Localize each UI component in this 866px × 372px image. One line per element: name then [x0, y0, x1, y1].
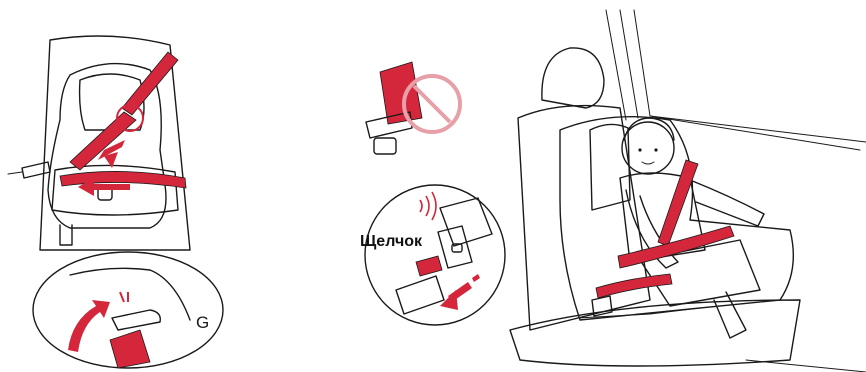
buckle-tongue-plate — [396, 276, 444, 314]
lap-belt-upper — [618, 226, 734, 268]
vehicle-seat-cushion — [510, 300, 800, 366]
side-buckle — [22, 162, 50, 178]
child-in-booster-illustration — [500, 0, 866, 372]
window-frame-3 — [634, 10, 860, 150]
child-eye-left — [638, 148, 641, 151]
guide-label-g: G — [196, 313, 209, 332]
zoom-tick-1 — [120, 292, 124, 302]
zoom-insert-arrow — [68, 300, 110, 352]
belt-route-arrow-2 — [92, 184, 130, 190]
shoulder-belt-lower — [70, 112, 136, 170]
vehicle-seat-back — [518, 106, 650, 330]
buckle-receiver — [438, 226, 472, 268]
right-child-seat-panel — [500, 0, 866, 372]
insert-arrow-icon — [440, 274, 480, 310]
buckle-strap — [8, 172, 22, 174]
child-shin — [714, 292, 746, 338]
left-seat-panel: G — [0, 0, 260, 372]
seat-belt-routing-illustration: G — [0, 0, 260, 372]
child-eye-right — [654, 148, 657, 151]
click-label: Щелчок — [360, 233, 423, 250]
child-smile — [642, 162, 654, 164]
child-head — [622, 122, 674, 174]
buckle-instruction-illustration: Щелчок — [340, 0, 510, 372]
click-sound-icon — [420, 192, 436, 220]
vehicle-headrest — [542, 48, 604, 108]
lap-belt-lower — [596, 274, 672, 298]
zoom-lap-belt — [110, 330, 150, 368]
child-arm-right — [690, 180, 764, 226]
zoom-belt-guide-g — [112, 310, 160, 330]
window-sill — [650, 116, 866, 142]
middle-buckle-panel: Щелчок — [340, 0, 510, 372]
buckle-detail-circle — [365, 185, 505, 325]
buckle-base-incorrect — [374, 138, 396, 154]
buckle-tongue-tip — [416, 256, 442, 276]
